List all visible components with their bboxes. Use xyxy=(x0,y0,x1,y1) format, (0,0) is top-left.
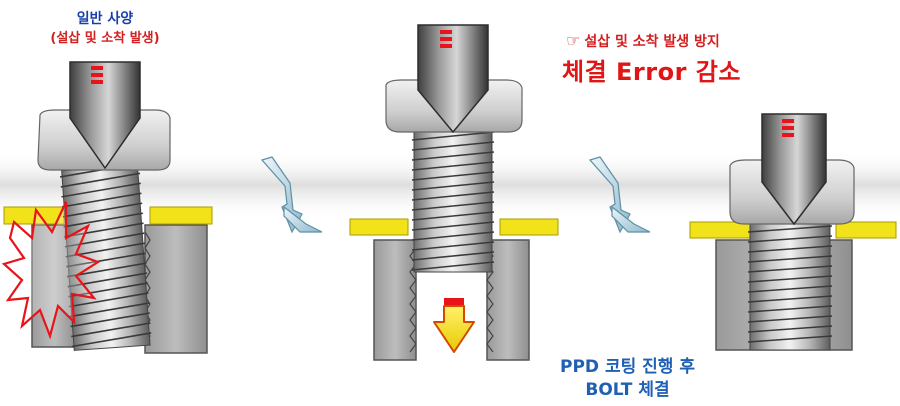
panel-general-spec xyxy=(1,61,213,354)
bolt-fastening-caption: BOLT 체결 xyxy=(585,380,670,400)
bolt-shank xyxy=(413,129,493,273)
explosion-icon xyxy=(1,201,101,340)
bolt-threads xyxy=(411,131,495,271)
ppd-coating-caption: PPD 코팅 진행 후 xyxy=(560,357,695,377)
general-spec-subtitle: (설삽 및 소착 발생) xyxy=(50,31,160,46)
washer-right xyxy=(499,218,559,236)
panel-inserting xyxy=(349,24,559,361)
down-arrow-icon xyxy=(433,305,475,353)
panel-fastened xyxy=(689,113,897,351)
driver-bit xyxy=(417,24,489,134)
block-left-half xyxy=(373,239,417,361)
block-right-half xyxy=(144,224,208,354)
washer-right xyxy=(149,206,213,225)
block-right-half xyxy=(486,239,530,361)
washer-right xyxy=(835,221,897,239)
driver-bit xyxy=(761,113,827,226)
pointing-hand-icon: ☞ xyxy=(566,31,581,50)
prevention-note: ☞설삽 및 소착 발생 방지 xyxy=(566,31,720,51)
prevention-text: 설삽 및 소착 발생 방지 xyxy=(584,34,720,50)
bolt-threads xyxy=(747,225,833,343)
error-reduction-heading: 체결 Error 감소 xyxy=(562,58,741,86)
driver-bit xyxy=(69,61,141,170)
washer-left xyxy=(349,218,409,236)
general-spec-title: 일반 사양 xyxy=(76,11,134,27)
